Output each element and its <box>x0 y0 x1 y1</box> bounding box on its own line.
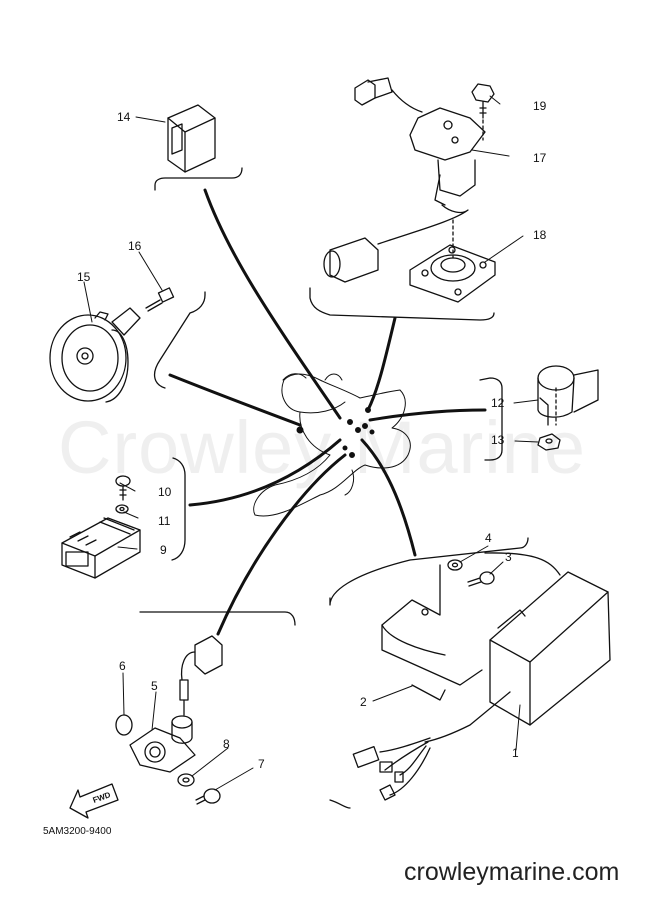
part-11-washer-icon <box>115 504 129 514</box>
callout-12: 12 <box>491 396 505 410</box>
callout-15: 15 <box>77 270 91 284</box>
callout-10: 10 <box>158 485 172 499</box>
part-15-horn-icon <box>49 307 141 403</box>
callout-7: 7 <box>258 757 265 771</box>
callout-1: 1 <box>512 746 519 760</box>
part-5-speed-sensor-icon <box>129 635 223 773</box>
group-frames <box>139 167 561 809</box>
part-10-screw-icon <box>115 475 131 501</box>
part-16-bolt-icon <box>145 287 175 312</box>
callout-17: 17 <box>533 151 547 165</box>
part-17-fuel-sender-icon <box>323 77 486 283</box>
callout-9: 9 <box>160 543 167 557</box>
callout-13: 13 <box>491 433 505 447</box>
fwd-label: FWD <box>92 790 112 805</box>
part-2-bracket-icon <box>381 564 483 701</box>
part-4-washer-icon <box>447 559 463 571</box>
site-url: crowleymarine.com <box>404 858 620 886</box>
scooter-silhouette <box>253 373 411 517</box>
callout-11: 11 <box>158 514 171 528</box>
callout-3: 3 <box>505 550 512 564</box>
callout-16: 16 <box>128 239 142 253</box>
callout-8: 8 <box>223 737 230 751</box>
callout-2: 2 <box>360 695 367 709</box>
part-12-sensor-icon <box>537 365 599 426</box>
part-7-bolt-icon <box>195 788 221 805</box>
part-9-rectifier-icon <box>61 517 141 579</box>
part-18-gasket-icon <box>409 219 496 303</box>
part-3-screw-icon <box>467 571 495 587</box>
part-14-relay-icon <box>167 104 216 173</box>
part-6-o-ring-icon <box>115 714 133 736</box>
callout-19: 19 <box>533 99 547 113</box>
part-8-washer-icon <box>177 773 195 787</box>
group-leaders <box>168 188 487 636</box>
diagram-code: 5AM3200-9400 <box>43 826 112 837</box>
callout-4: 4 <box>485 531 492 545</box>
callout-6: 6 <box>119 659 126 673</box>
callout-leaders <box>83 95 539 791</box>
part-1-control-unit-icon <box>352 571 611 801</box>
callout-5: 5 <box>151 679 158 693</box>
part-13-nut-icon <box>537 433 561 451</box>
callout-18: 18 <box>533 228 547 242</box>
part-19-bolt-icon <box>471 83 495 141</box>
fwd-arrow-icon <box>69 783 119 819</box>
callout-14: 14 <box>117 110 131 124</box>
